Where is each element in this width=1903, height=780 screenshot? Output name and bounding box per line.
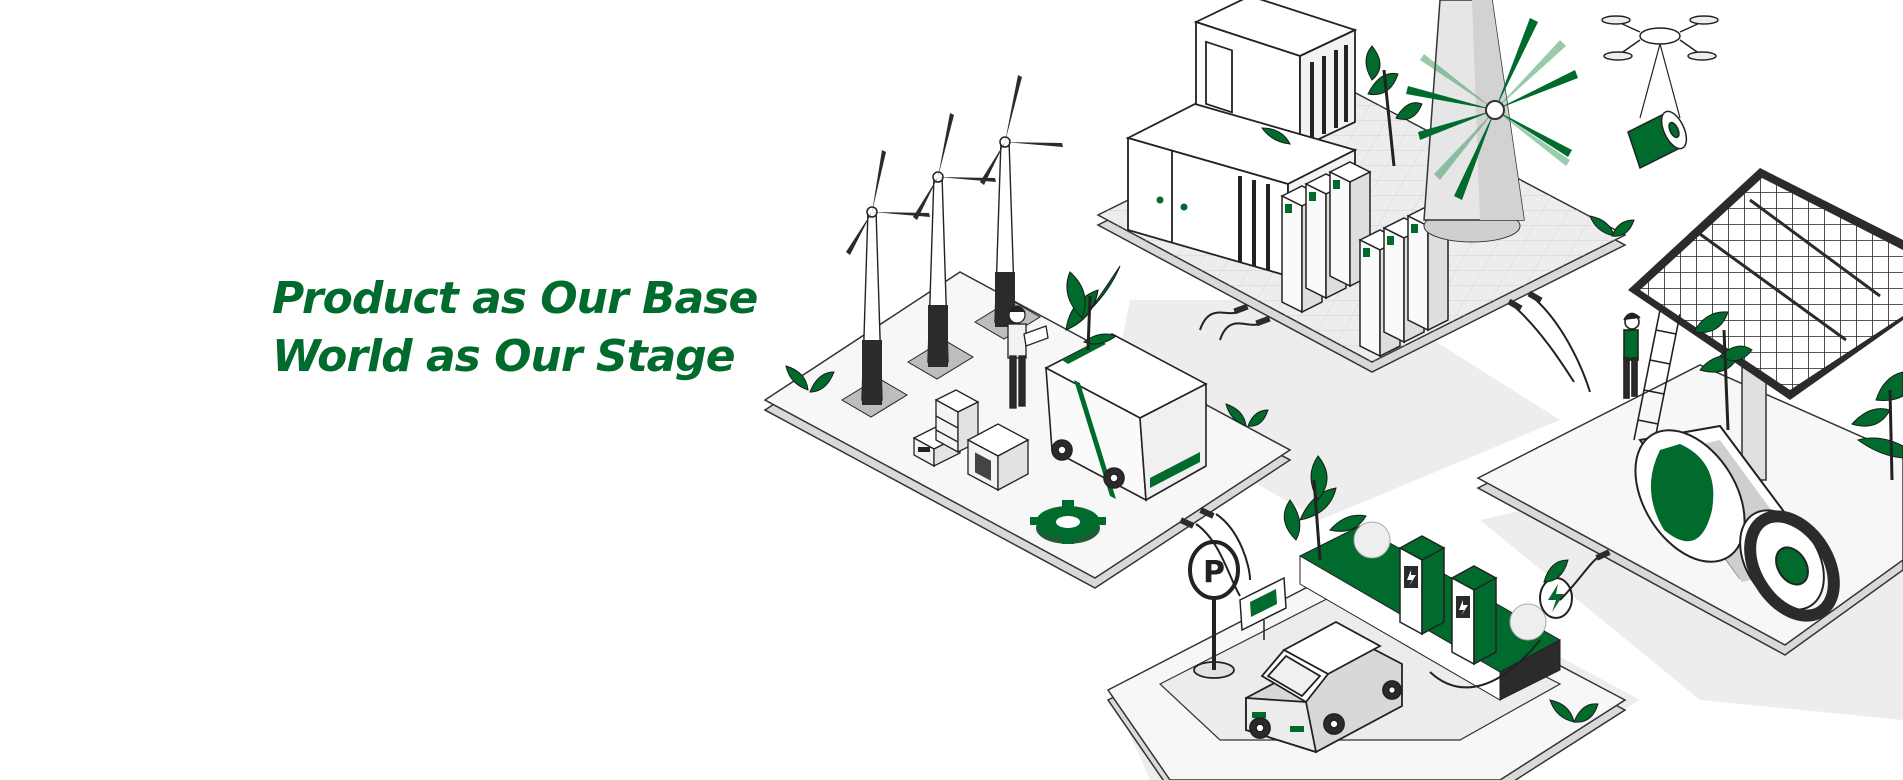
cylindrical-battery-icon <box>1627 110 1688 170</box>
battery-cabinet-icon <box>1280 161 1450 358</box>
wind-turbine-icon <box>841 75 1063 418</box>
windmill-icon <box>1406 0 1578 243</box>
cylindrical-battery-icon <box>1634 424 1840 622</box>
electric-car-icon <box>1245 620 1403 754</box>
technician-figure <box>1007 305 1049 409</box>
charging-monitor-icon <box>1239 576 1287 640</box>
electric-truck-icon <box>1044 333 1208 502</box>
headline-line-1: Product as Our Base <box>272 273 758 324</box>
plant-stems <box>1086 69 1894 561</box>
cable-plugs <box>1179 290 1611 561</box>
hero-headline: Product as Our Base World as Our Stage <box>272 270 758 386</box>
lightning-icon <box>1539 577 1573 619</box>
connection-cables <box>1195 299 1601 689</box>
wind-farm-platform <box>763 271 1292 589</box>
headline-line-2: World as Our Stage <box>272 331 736 382</box>
ladder-worker-figure <box>1623 309 1681 445</box>
solar-panel-icon <box>1628 168 1903 481</box>
ev-charging-station-icon <box>1398 535 1498 666</box>
parking-sign-letter: P <box>1203 555 1225 590</box>
parking-sign-icon: P <box>1188 540 1240 679</box>
drone-icon <box>1601 15 1719 119</box>
battery-cabinet-icon <box>912 389 1030 492</box>
gear-icon <box>1030 500 1106 544</box>
